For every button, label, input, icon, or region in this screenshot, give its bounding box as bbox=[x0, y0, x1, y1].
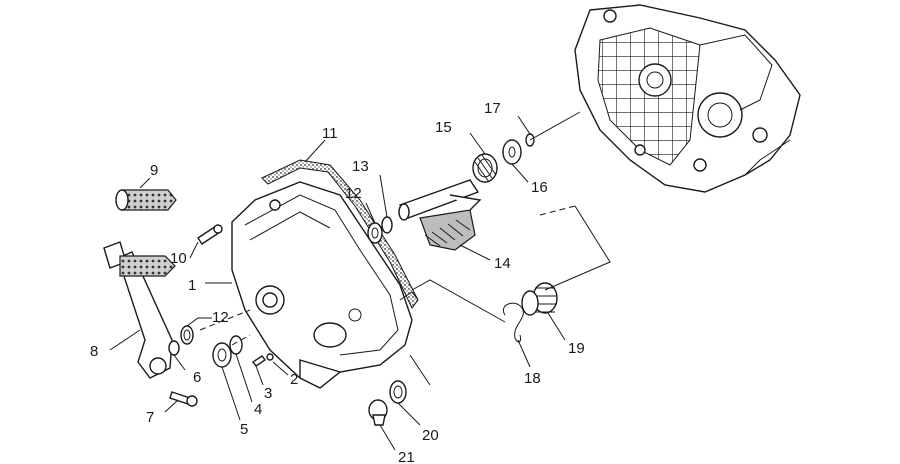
callout-4: 4 bbox=[254, 401, 262, 418]
callout-20: 20 bbox=[422, 427, 439, 444]
spring-15 bbox=[472, 153, 498, 183]
callout-1: 1 bbox=[188, 277, 196, 294]
callout-21: 21 bbox=[398, 449, 415, 464]
washer-2 bbox=[266, 353, 274, 361]
callout-15: 15 bbox=[435, 119, 452, 136]
gear-19 bbox=[521, 282, 558, 316]
callout-14: 14 bbox=[494, 255, 511, 272]
callout-labels: 1 2 3 4 5 6 7 8 9 10 11 12 12 13 14 15 1… bbox=[90, 100, 585, 464]
callout-10: 10 bbox=[170, 250, 187, 267]
bolt-7 bbox=[169, 391, 198, 407]
callout-17: 17 bbox=[484, 100, 501, 117]
callout-19: 19 bbox=[568, 340, 585, 357]
callout-9: 9 bbox=[150, 162, 158, 179]
callout-13: 13 bbox=[352, 158, 369, 175]
callout-2: 2 bbox=[290, 371, 298, 388]
callout-12-upper: 12 bbox=[345, 185, 362, 202]
callout-11: 11 bbox=[322, 125, 338, 142]
leader-lines bbox=[109, 115, 566, 451]
cover-drawing bbox=[231, 159, 419, 389]
washer-16 bbox=[502, 139, 522, 165]
ring-6 bbox=[168, 340, 180, 356]
ring-13 bbox=[381, 216, 393, 234]
washer-20 bbox=[389, 380, 407, 404]
callout-16: 16 bbox=[531, 179, 548, 196]
washer-12-upper bbox=[367, 222, 383, 244]
callout-8: 8 bbox=[90, 343, 98, 360]
screw-3 bbox=[251, 355, 267, 367]
plug-21 bbox=[368, 399, 388, 426]
callout-6: 6 bbox=[193, 369, 201, 386]
callout-12-lower: 12 bbox=[212, 309, 229, 326]
bolt-10 bbox=[197, 224, 223, 245]
assembly-lines bbox=[199, 111, 611, 386]
callout-5: 5 bbox=[240, 421, 248, 438]
spring-clip-18 bbox=[502, 302, 524, 343]
washer-12-lower bbox=[180, 325, 194, 345]
oring-4 bbox=[229, 335, 243, 355]
callout-3: 3 bbox=[264, 385, 272, 402]
kick-lever-drawing bbox=[103, 189, 177, 379]
callout-7: 7 bbox=[146, 409, 154, 426]
callout-18: 18 bbox=[524, 370, 541, 387]
crankcase-drawing bbox=[574, 4, 801, 193]
plug-5 bbox=[212, 342, 232, 368]
kick-shaft-14 bbox=[398, 179, 482, 251]
